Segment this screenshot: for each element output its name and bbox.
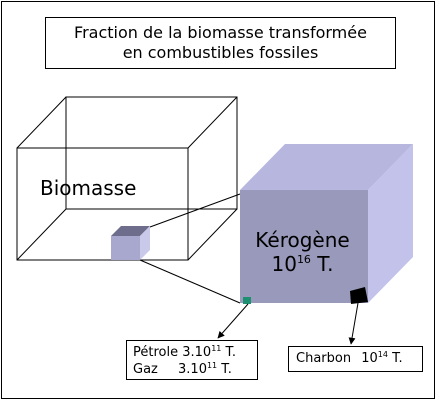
gaz-label: Gaz [133, 362, 158, 377]
charbon-arrow [348, 302, 359, 345]
petrole-value: 3.1011 T. [182, 344, 237, 361]
petrole-marker [243, 297, 251, 304]
biomasse-label: Biomasse [40, 176, 137, 200]
title-box: Fraction de la biomasse transformée en c… [45, 17, 396, 69]
title-line-2: en combustibles fossiles [122, 43, 319, 62]
gaz-value: 3.1011 T. [178, 361, 232, 378]
kerogene-quantity: 1016 T. [271, 252, 334, 276]
gaz-row: Gaz 3.1011 T. [133, 361, 257, 378]
kerogen-cube [240, 144, 413, 303]
biomass-wireframe-cube [16, 96, 238, 261]
small-kerogen-cube [111, 226, 150, 260]
charbon-marker [350, 287, 368, 304]
title-line-1: Fraction de la biomasse transformée [74, 23, 367, 42]
charbon-box: Charbon 1014 T. [288, 346, 423, 372]
petrole-gaz-box: Pétrole 3.1011 T. Gaz 3.1011 T. [126, 340, 258, 380]
petrole-label: Pétrole [133, 345, 179, 360]
charbon-value: 1014 T. [361, 350, 403, 367]
kerogene-label: Kérogène 1016 T. [240, 228, 365, 276]
charbon-label: Charbon [296, 351, 352, 366]
petrole-arrow [217, 303, 249, 339]
zoom-lines [139, 193, 241, 304]
kerogene-name: Kérogène [255, 228, 350, 252]
petrole-row: Pétrole 3.1011 T. [133, 344, 257, 361]
